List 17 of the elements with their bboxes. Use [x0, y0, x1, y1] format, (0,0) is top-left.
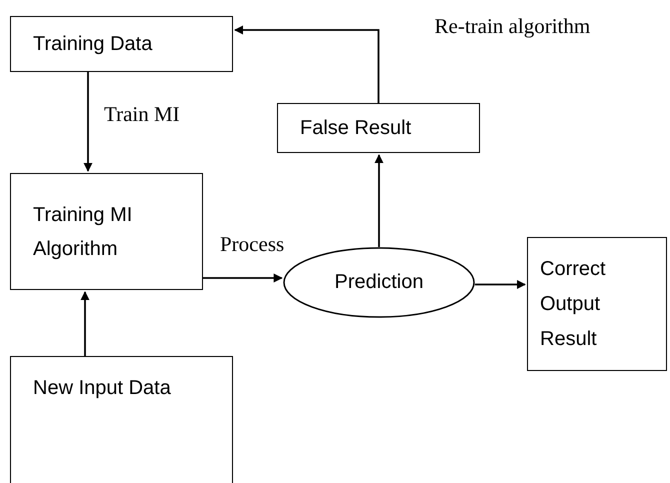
node-text: Training MI Algorithm [33, 202, 134, 262]
process-box [10, 356, 233, 483]
node-text: Training Data [33, 32, 152, 56]
process-box [527, 237, 667, 371]
arrow [234, 26, 380, 103]
arrow [203, 274, 283, 282]
arrow [84, 72, 92, 172]
arrow [374, 154, 384, 247]
node-text: New Input Data [33, 376, 171, 401]
process-box [10, 173, 203, 290]
node-text: Correct Output Result [540, 257, 607, 352]
process-box [10, 16, 233, 72]
arrow [474, 280, 526, 289]
node-text: Prediction [334, 270, 424, 295]
node-text: False Result [300, 116, 412, 140]
arrow [80, 291, 90, 356]
process-box [277, 103, 480, 153]
